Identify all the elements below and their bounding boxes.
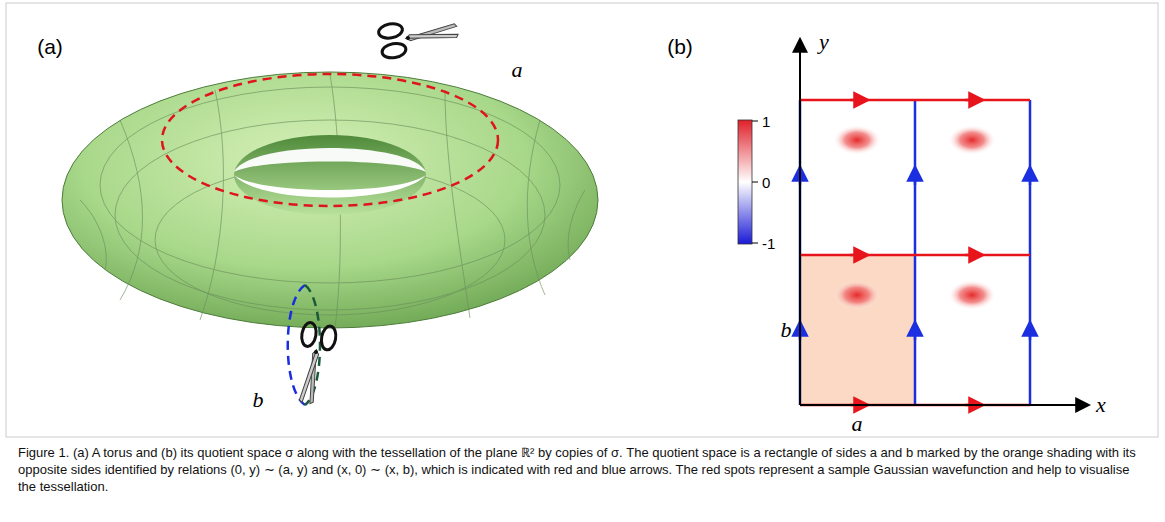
axis-label: y <box>819 31 829 53</box>
panel-label: (b) <box>667 36 693 57</box>
side-label: a <box>512 59 523 81</box>
colorbar-tick-label: 1 <box>762 114 770 129</box>
side-label: b <box>781 319 792 341</box>
side-label: a <box>852 413 863 435</box>
colorbar-tick-label: 0 <box>762 175 770 190</box>
colorbar <box>738 120 752 244</box>
tessellation-grid <box>800 40 1088 405</box>
scissors-icon <box>377 13 460 60</box>
panel-label: (a) <box>37 36 63 57</box>
scissors-icon <box>290 321 337 406</box>
side-label: b <box>253 389 264 411</box>
figure-caption: Figure 1. (a) A torus and (b) its quotie… <box>18 444 1148 495</box>
colorbar-tick-label: -1 <box>762 236 775 251</box>
axis-label: x <box>1096 394 1106 416</box>
torus <box>62 72 598 405</box>
